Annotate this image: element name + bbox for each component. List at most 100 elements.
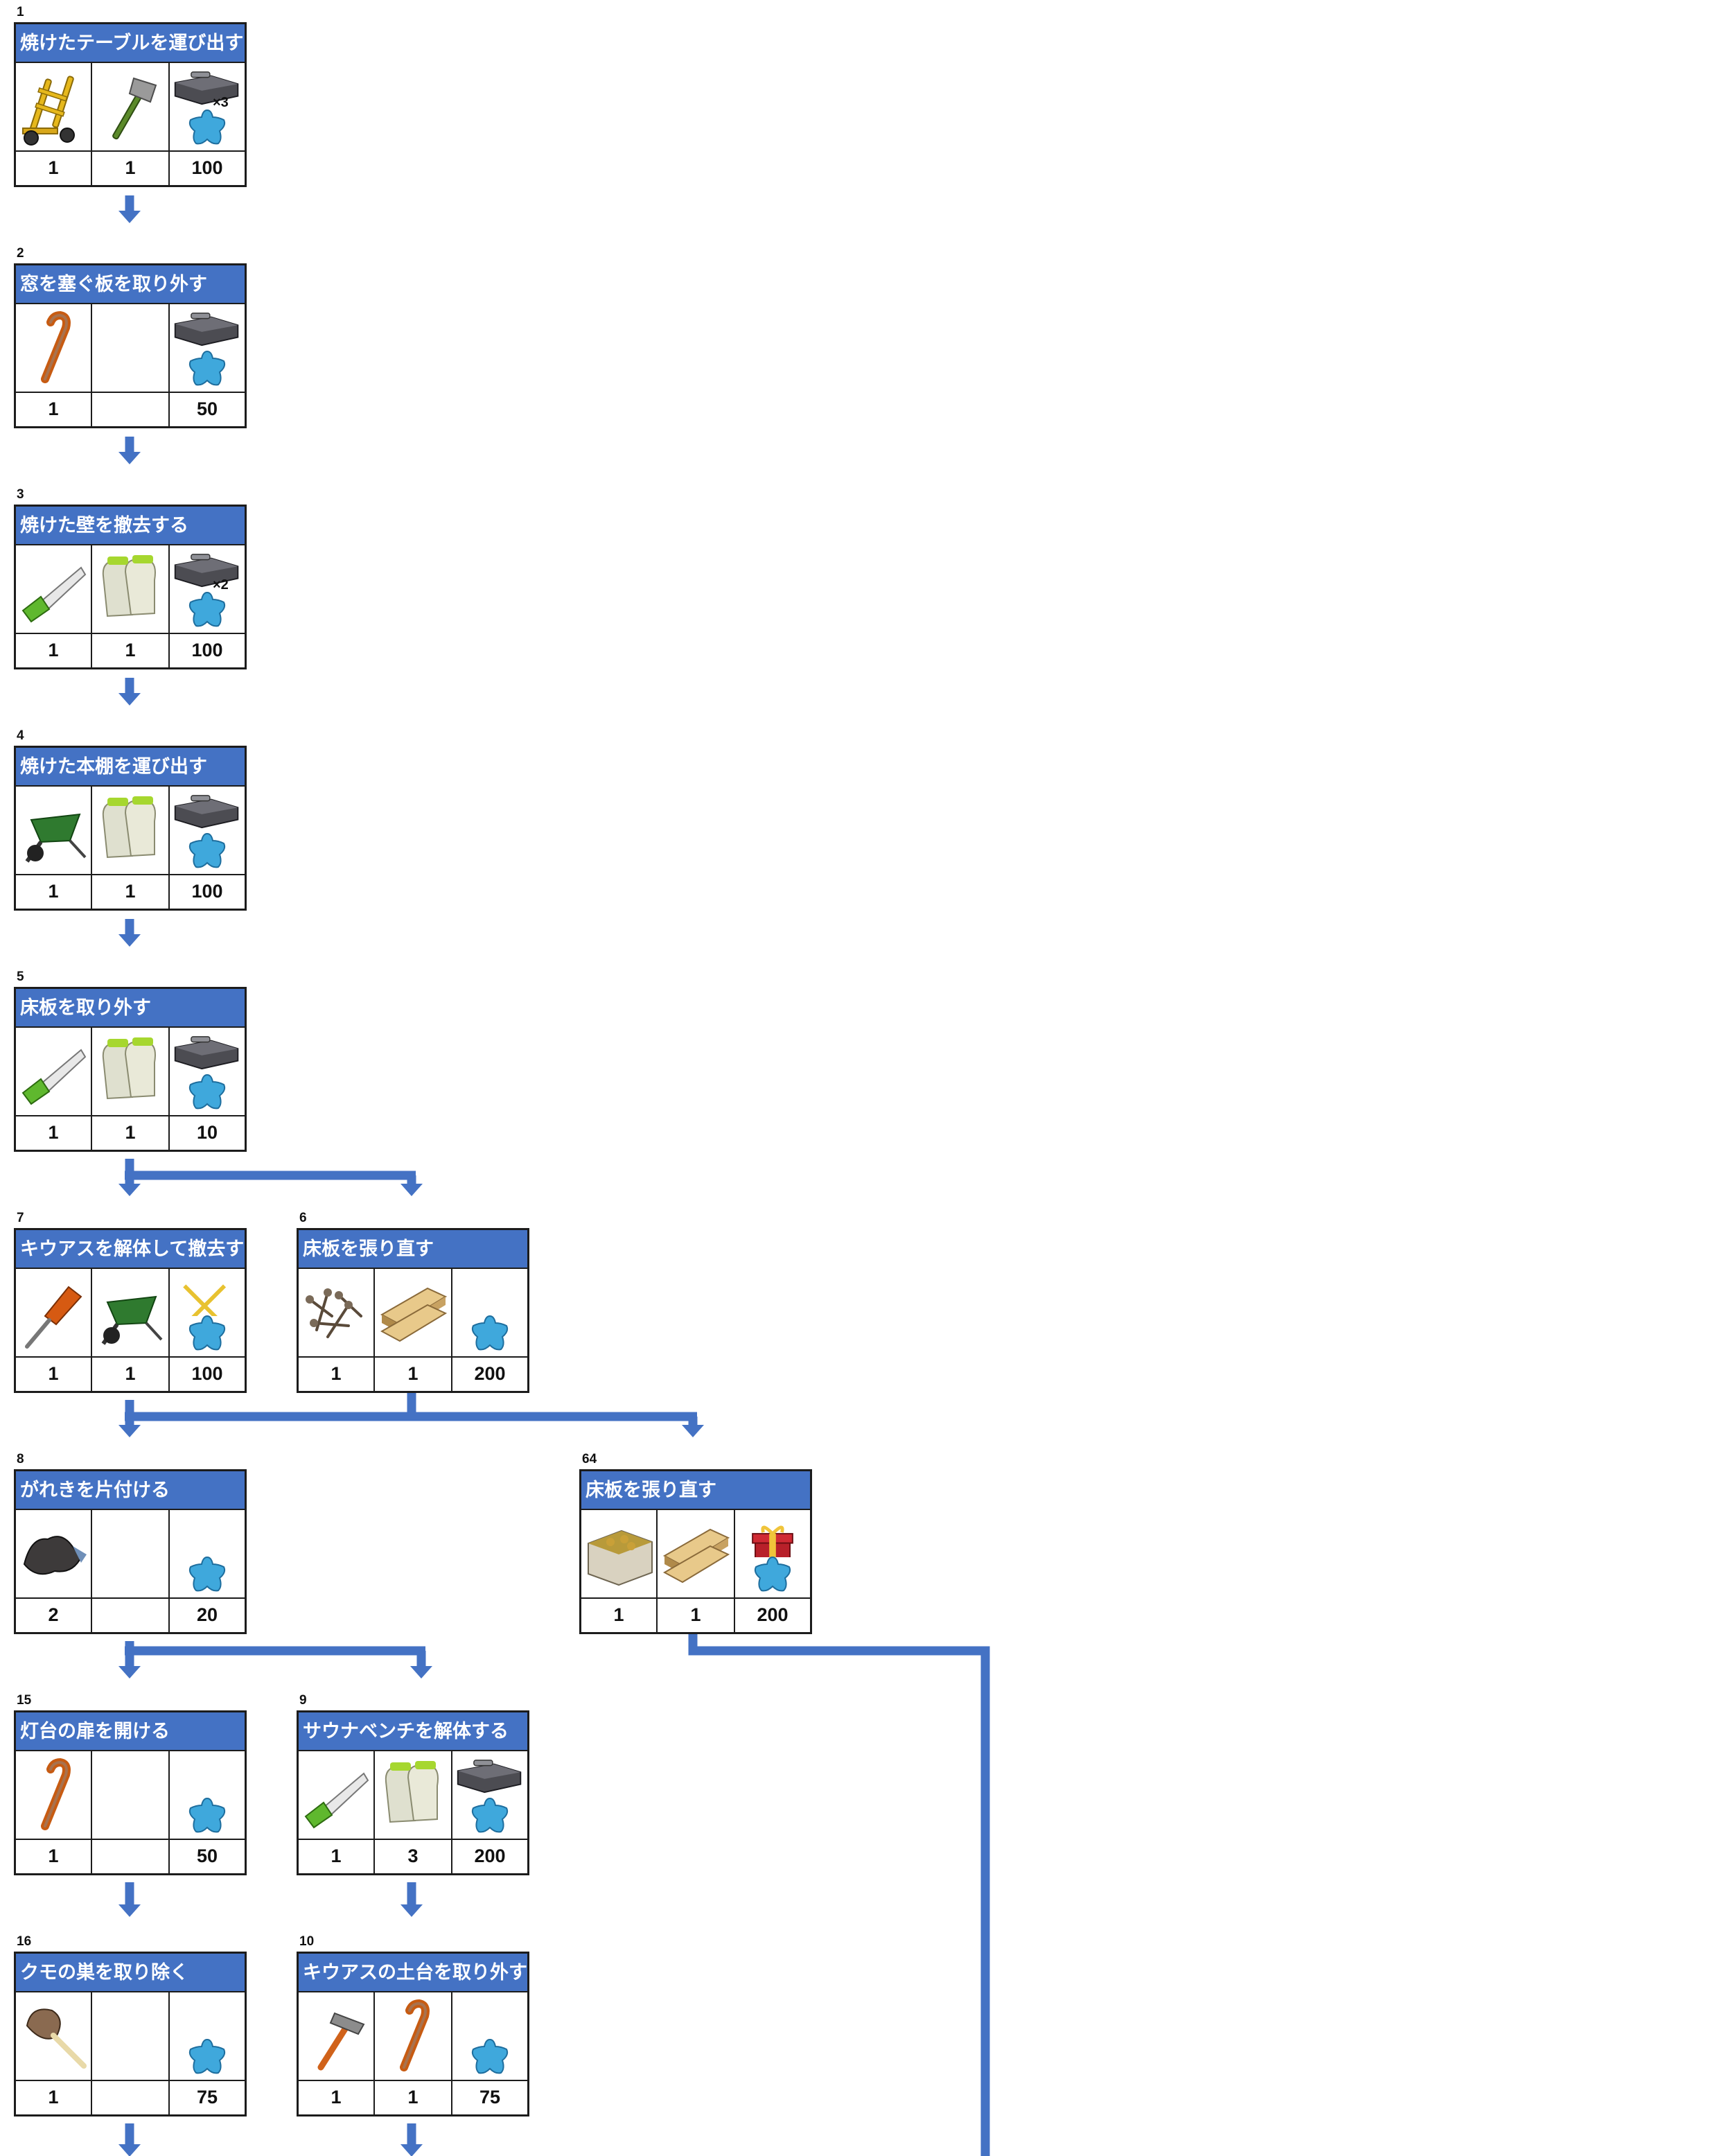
star-reward-icon bbox=[188, 1073, 226, 1110]
item-count: 1 bbox=[92, 152, 170, 185]
gloves-icon bbox=[102, 796, 156, 859]
item-slot bbox=[452, 1992, 527, 2080]
item-count: 1 bbox=[658, 1599, 735, 1632]
wheelbarrow-icon bbox=[101, 1295, 163, 1345]
required-items-row bbox=[16, 1510, 245, 1599]
reward-count: 50 bbox=[196, 1846, 218, 1866]
step-number: 9 bbox=[299, 1693, 307, 1708]
step-number: 7 bbox=[17, 1211, 24, 1225]
star-reward-icon bbox=[754, 1556, 791, 1592]
required-items-row: ×3 bbox=[16, 63, 245, 152]
task-title: 床板を張り直す bbox=[581, 1471, 810, 1510]
down-arrow-icon bbox=[118, 1184, 141, 1196]
item-count bbox=[92, 1840, 170, 1873]
item-count bbox=[92, 393, 170, 426]
required-items-row bbox=[16, 304, 245, 393]
down-arrow-icon bbox=[118, 1425, 141, 1437]
item-count: 1 bbox=[375, 1358, 452, 1391]
item-count: 1 bbox=[16, 1358, 92, 1391]
task-title: 床板を張り直す bbox=[299, 1230, 527, 1269]
star-reward-icon bbox=[188, 1556, 226, 1592]
step-number: 6 bbox=[299, 1211, 307, 1225]
item-slot bbox=[92, 1510, 170, 1597]
task-title: 床板を取り外す bbox=[16, 989, 245, 1028]
item-count: 1 bbox=[16, 634, 92, 667]
item-counts-row: 1 50 bbox=[16, 1840, 245, 1873]
item-slot bbox=[375, 1992, 452, 2080]
required-items-row bbox=[299, 1269, 527, 1358]
item-slot: ×2 bbox=[170, 545, 245, 633]
nails-icon bbox=[306, 1288, 362, 1338]
required-items-row bbox=[16, 1751, 245, 1840]
item-slot bbox=[581, 1510, 658, 1597]
item-slot bbox=[735, 1510, 810, 1597]
item-slot bbox=[16, 63, 92, 150]
feather-duster-icon bbox=[26, 2008, 87, 2069]
step-number: 4 bbox=[17, 728, 24, 743]
step-number: 15 bbox=[17, 1693, 32, 1708]
item-count: 3 bbox=[375, 1840, 452, 1873]
reward-count: 100 bbox=[191, 640, 223, 660]
down-arrow-icon bbox=[118, 934, 141, 947]
gloves-icon bbox=[102, 1037, 156, 1100]
item-slot bbox=[170, 1510, 245, 1597]
saw-icon bbox=[21, 566, 87, 623]
star-reward-icon bbox=[188, 109, 226, 145]
reward-count: 75 bbox=[479, 2087, 501, 2107]
scissors-icon bbox=[183, 1284, 227, 1316]
task-title: サウナベンチを解体する bbox=[299, 1712, 527, 1751]
item-slot bbox=[658, 1510, 735, 1597]
down-arrow-icon bbox=[118, 1904, 141, 1917]
reward-count: 200 bbox=[757, 1604, 789, 1625]
item-slot bbox=[170, 787, 245, 874]
item-slot bbox=[92, 1751, 170, 1839]
task-title: キウアスを解体して撤去する bbox=[16, 1230, 245, 1269]
item-count: 1 bbox=[299, 2081, 375, 2114]
crowbar-icon bbox=[41, 310, 71, 383]
gloves-icon bbox=[102, 555, 156, 617]
required-items-row bbox=[16, 1028, 245, 1116]
step-number: 3 bbox=[17, 487, 24, 502]
item-count: 1 bbox=[16, 152, 92, 185]
toolbox-icon bbox=[174, 71, 239, 105]
reward-count: 200 bbox=[474, 1363, 506, 1384]
task-title: 焼けた本棚を運び出す bbox=[16, 748, 245, 787]
item-slot bbox=[16, 545, 92, 633]
star-reward-icon bbox=[188, 1315, 226, 1351]
reward-count: 20 bbox=[196, 1604, 218, 1625]
item-slot bbox=[299, 1992, 375, 2080]
item-count: 1 bbox=[581, 1599, 658, 1632]
star-reward-icon bbox=[188, 591, 226, 627]
item-slot bbox=[16, 1269, 92, 1356]
reward-count: 100 bbox=[191, 881, 223, 902]
star-reward-icon bbox=[188, 832, 226, 868]
item-count: 1 bbox=[16, 875, 92, 909]
item-slot bbox=[16, 304, 92, 392]
task-title: 焼けた壁を撤去する bbox=[16, 507, 245, 545]
hammer-icon bbox=[317, 2012, 365, 2071]
down-arrow-icon bbox=[118, 1666, 141, 1679]
toolbox-icon bbox=[174, 554, 239, 588]
required-items-row bbox=[299, 1992, 527, 2081]
item-slot bbox=[170, 1028, 245, 1115]
item-slot bbox=[92, 545, 170, 633]
crowbar-icon bbox=[400, 1999, 430, 2071]
toolbox-icon bbox=[174, 1036, 239, 1070]
wheelbarrow-icon bbox=[25, 813, 87, 863]
item-count: 1 bbox=[16, 1840, 92, 1873]
item-slot bbox=[375, 1751, 452, 1839]
